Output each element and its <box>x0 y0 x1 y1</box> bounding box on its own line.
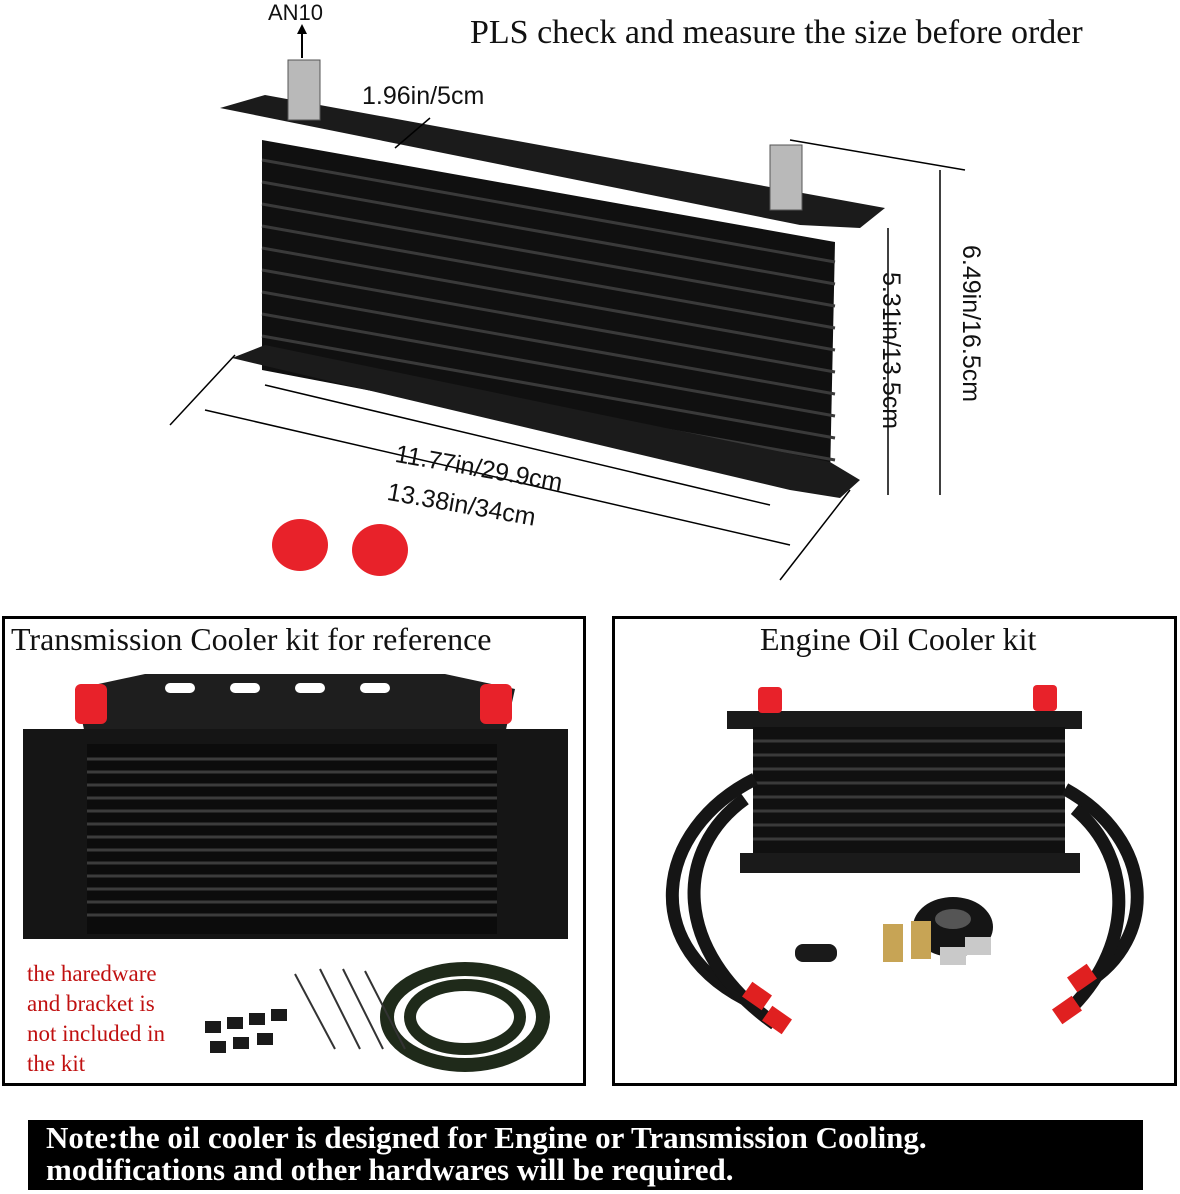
headline: PLS check and measure the size before or… <box>470 14 1083 51</box>
dim-total-height: 6.49in/16.5cm <box>957 245 985 403</box>
top-bracket <box>220 95 885 228</box>
red-cap-1 <box>272 519 328 571</box>
footer-note: Note:the oil cooler is designed for Engi… <box>28 1120 1143 1190</box>
footer-note-line1: Note:the oil cooler is designed for Engi… <box>46 1120 927 1155</box>
engine-oil-kit-title: Engine Oil Cooler kit <box>760 621 1037 657</box>
transmission-kit-title: Transmission Cooler kit for reference <box>11 621 492 657</box>
an10-fitting-right <box>769 144 803 211</box>
an10-fitting-left <box>287 59 321 121</box>
bottom-bracket <box>232 345 860 498</box>
hardware-not-included-note: the haredware and bracket is not include… <box>27 959 192 1079</box>
dim-core-height: 5.31in/13.5cm <box>877 272 905 430</box>
transmission-cooler-illustration <box>23 674 568 1072</box>
note-line: the haredware <box>27 961 157 986</box>
port-label: AN10 <box>268 0 324 25</box>
red-cap-right <box>1033 685 1057 711</box>
dimension-lines <box>169 117 966 581</box>
red-cap-left <box>75 684 107 724</box>
red-cap-left <box>758 687 782 713</box>
transmission-kit-panel: Transmission Cooler kit for reference <box>2 616 586 1086</box>
cooler-fins <box>261 158 836 462</box>
red-cap-right <box>480 684 512 724</box>
engine-oil-kit-panel: Engine Oil Cooler kit <box>612 616 1177 1086</box>
note-line: not included in <box>27 1021 165 1046</box>
dim-core-width: 1.96in/5cm <box>362 82 485 110</box>
engine-oil-cooler-illustration <box>666 685 1144 1035</box>
footer-note-line2: modifications and other hardwares will b… <box>46 1152 734 1187</box>
red-cap-2 <box>352 524 408 576</box>
main-cooler-illustration <box>169 24 966 581</box>
note-line: the kit <box>27 1051 86 1076</box>
note-line: and bracket is <box>27 991 155 1016</box>
